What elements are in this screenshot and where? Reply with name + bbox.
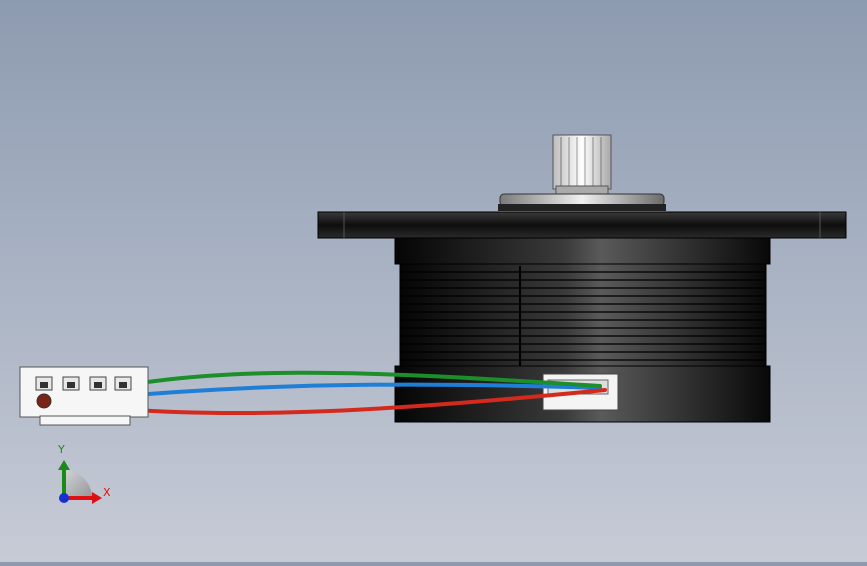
housing-cap[interactable] [394, 237, 771, 265]
z-axis-dot [59, 493, 69, 503]
bearing-plate[interactable] [498, 193, 666, 211]
cable-connector[interactable] [19, 366, 149, 426]
triad-x-label: X [103, 486, 111, 499]
output-gear[interactable] [552, 134, 612, 195]
triad-y-label: Y [58, 443, 65, 456]
motor-body[interactable] [399, 263, 767, 369]
mounting-flange[interactable] [317, 211, 847, 239]
coordinate-triad [58, 460, 102, 504]
